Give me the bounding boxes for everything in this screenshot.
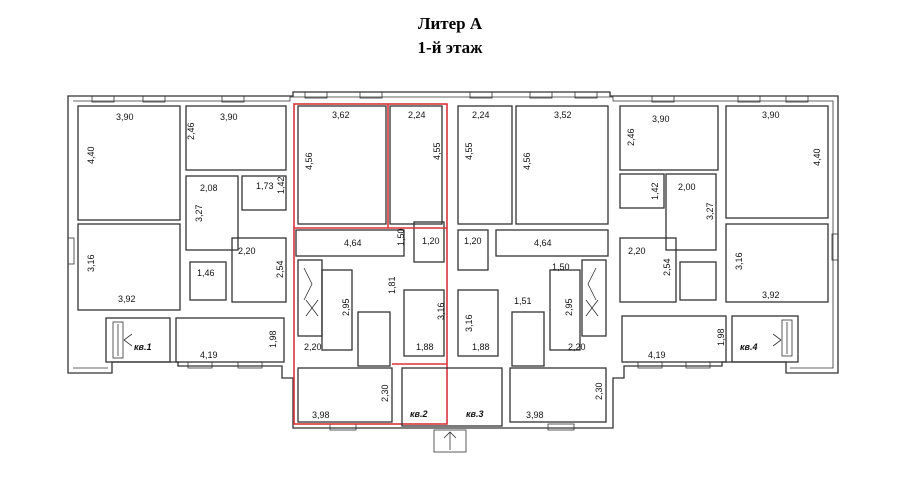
dim-label: 3,52 xyxy=(554,110,572,120)
dim-label: 2,24 xyxy=(472,110,490,120)
dim-label: 3,27 xyxy=(194,204,204,222)
dim-label: 2,20 xyxy=(238,246,256,256)
dim-label: 4,64 xyxy=(344,238,362,248)
dim-label: 1,46 xyxy=(197,268,215,278)
dim-label: 1,98 xyxy=(716,328,726,346)
dim-label: 2,46 xyxy=(626,128,636,146)
dim-label: 1,73 xyxy=(256,181,274,191)
dim-label: 2,30 xyxy=(594,382,604,400)
apartment-label: кв.2 xyxy=(410,409,428,419)
dim-label: 1,98 xyxy=(268,330,278,348)
apartment-label: кв.3 xyxy=(466,409,484,419)
dim-label: 4,40 xyxy=(86,146,96,164)
dim-label: 2,54 xyxy=(662,258,672,276)
dim-label: 3,16 xyxy=(464,314,474,332)
left-section xyxy=(77,105,287,363)
dim-label: 1,81 xyxy=(387,276,397,294)
dim-label: 2,08 xyxy=(200,183,218,193)
dim-label: 4,19 xyxy=(200,350,218,360)
dim-label: 3,98 xyxy=(312,410,330,420)
dim-label: 4,55 xyxy=(432,142,442,160)
floor-subtitle: 1-й этаж xyxy=(417,38,483,57)
right-section xyxy=(619,105,829,363)
dim-label: 2,20 xyxy=(568,342,586,352)
dim-label: 4,56 xyxy=(304,152,314,170)
dim-label: 1,50 xyxy=(396,228,406,246)
dim-label: 4,40 xyxy=(812,148,822,166)
dim-label: 1,51 xyxy=(514,296,532,306)
apartment-label: кв.4 xyxy=(740,342,758,352)
dim-label: 2,24 xyxy=(408,110,426,120)
dim-label: 2,20 xyxy=(628,246,646,256)
dim-label: 1,20 xyxy=(422,236,440,246)
dim-label: 3,16 xyxy=(86,254,96,272)
dim-label: 1,20 xyxy=(464,236,482,246)
center-right-section xyxy=(401,105,609,453)
dim-label: 3,90 xyxy=(652,114,670,124)
dim-label: 3,16 xyxy=(436,302,446,320)
dim-label: 3,90 xyxy=(220,112,238,122)
dim-label: 1,42 xyxy=(276,176,286,194)
dim-label: 3,92 xyxy=(762,290,780,300)
dim-label: 2,46 xyxy=(186,122,196,140)
dim-label: 3,27 xyxy=(705,202,715,220)
dim-label: 2,00 xyxy=(678,182,696,192)
dim-label: 3,16 xyxy=(734,252,744,270)
dim-label: 3,98 xyxy=(526,410,544,420)
dim-label: 1,88 xyxy=(472,342,490,352)
dim-label: 2,54 xyxy=(275,260,285,278)
center-left-section xyxy=(293,103,448,425)
dim-label: 4,55 xyxy=(464,142,474,160)
dim-label: 3,62 xyxy=(332,110,350,120)
dim-label: 1,42 xyxy=(650,182,660,200)
dim-label: 3,90 xyxy=(116,112,134,122)
plan-title: Литер А xyxy=(417,14,483,33)
dim-label: 2,95 xyxy=(564,298,574,316)
outer-walls xyxy=(67,91,839,431)
dim-label: 1,88 xyxy=(416,342,434,352)
dim-label: 3,90 xyxy=(762,110,780,120)
dim-label: 2,20 xyxy=(304,342,322,352)
dim-label: 4,19 xyxy=(648,350,666,360)
dim-label: 4,56 xyxy=(522,152,532,170)
dim-label: 2,30 xyxy=(380,384,390,402)
dim-label: 3,92 xyxy=(118,294,136,304)
apartment-label: кв.1 xyxy=(134,342,152,352)
dim-label: 4,64 xyxy=(534,238,552,248)
dim-label: 2,95 xyxy=(341,298,351,316)
dim-label: 1,50 xyxy=(552,262,570,272)
